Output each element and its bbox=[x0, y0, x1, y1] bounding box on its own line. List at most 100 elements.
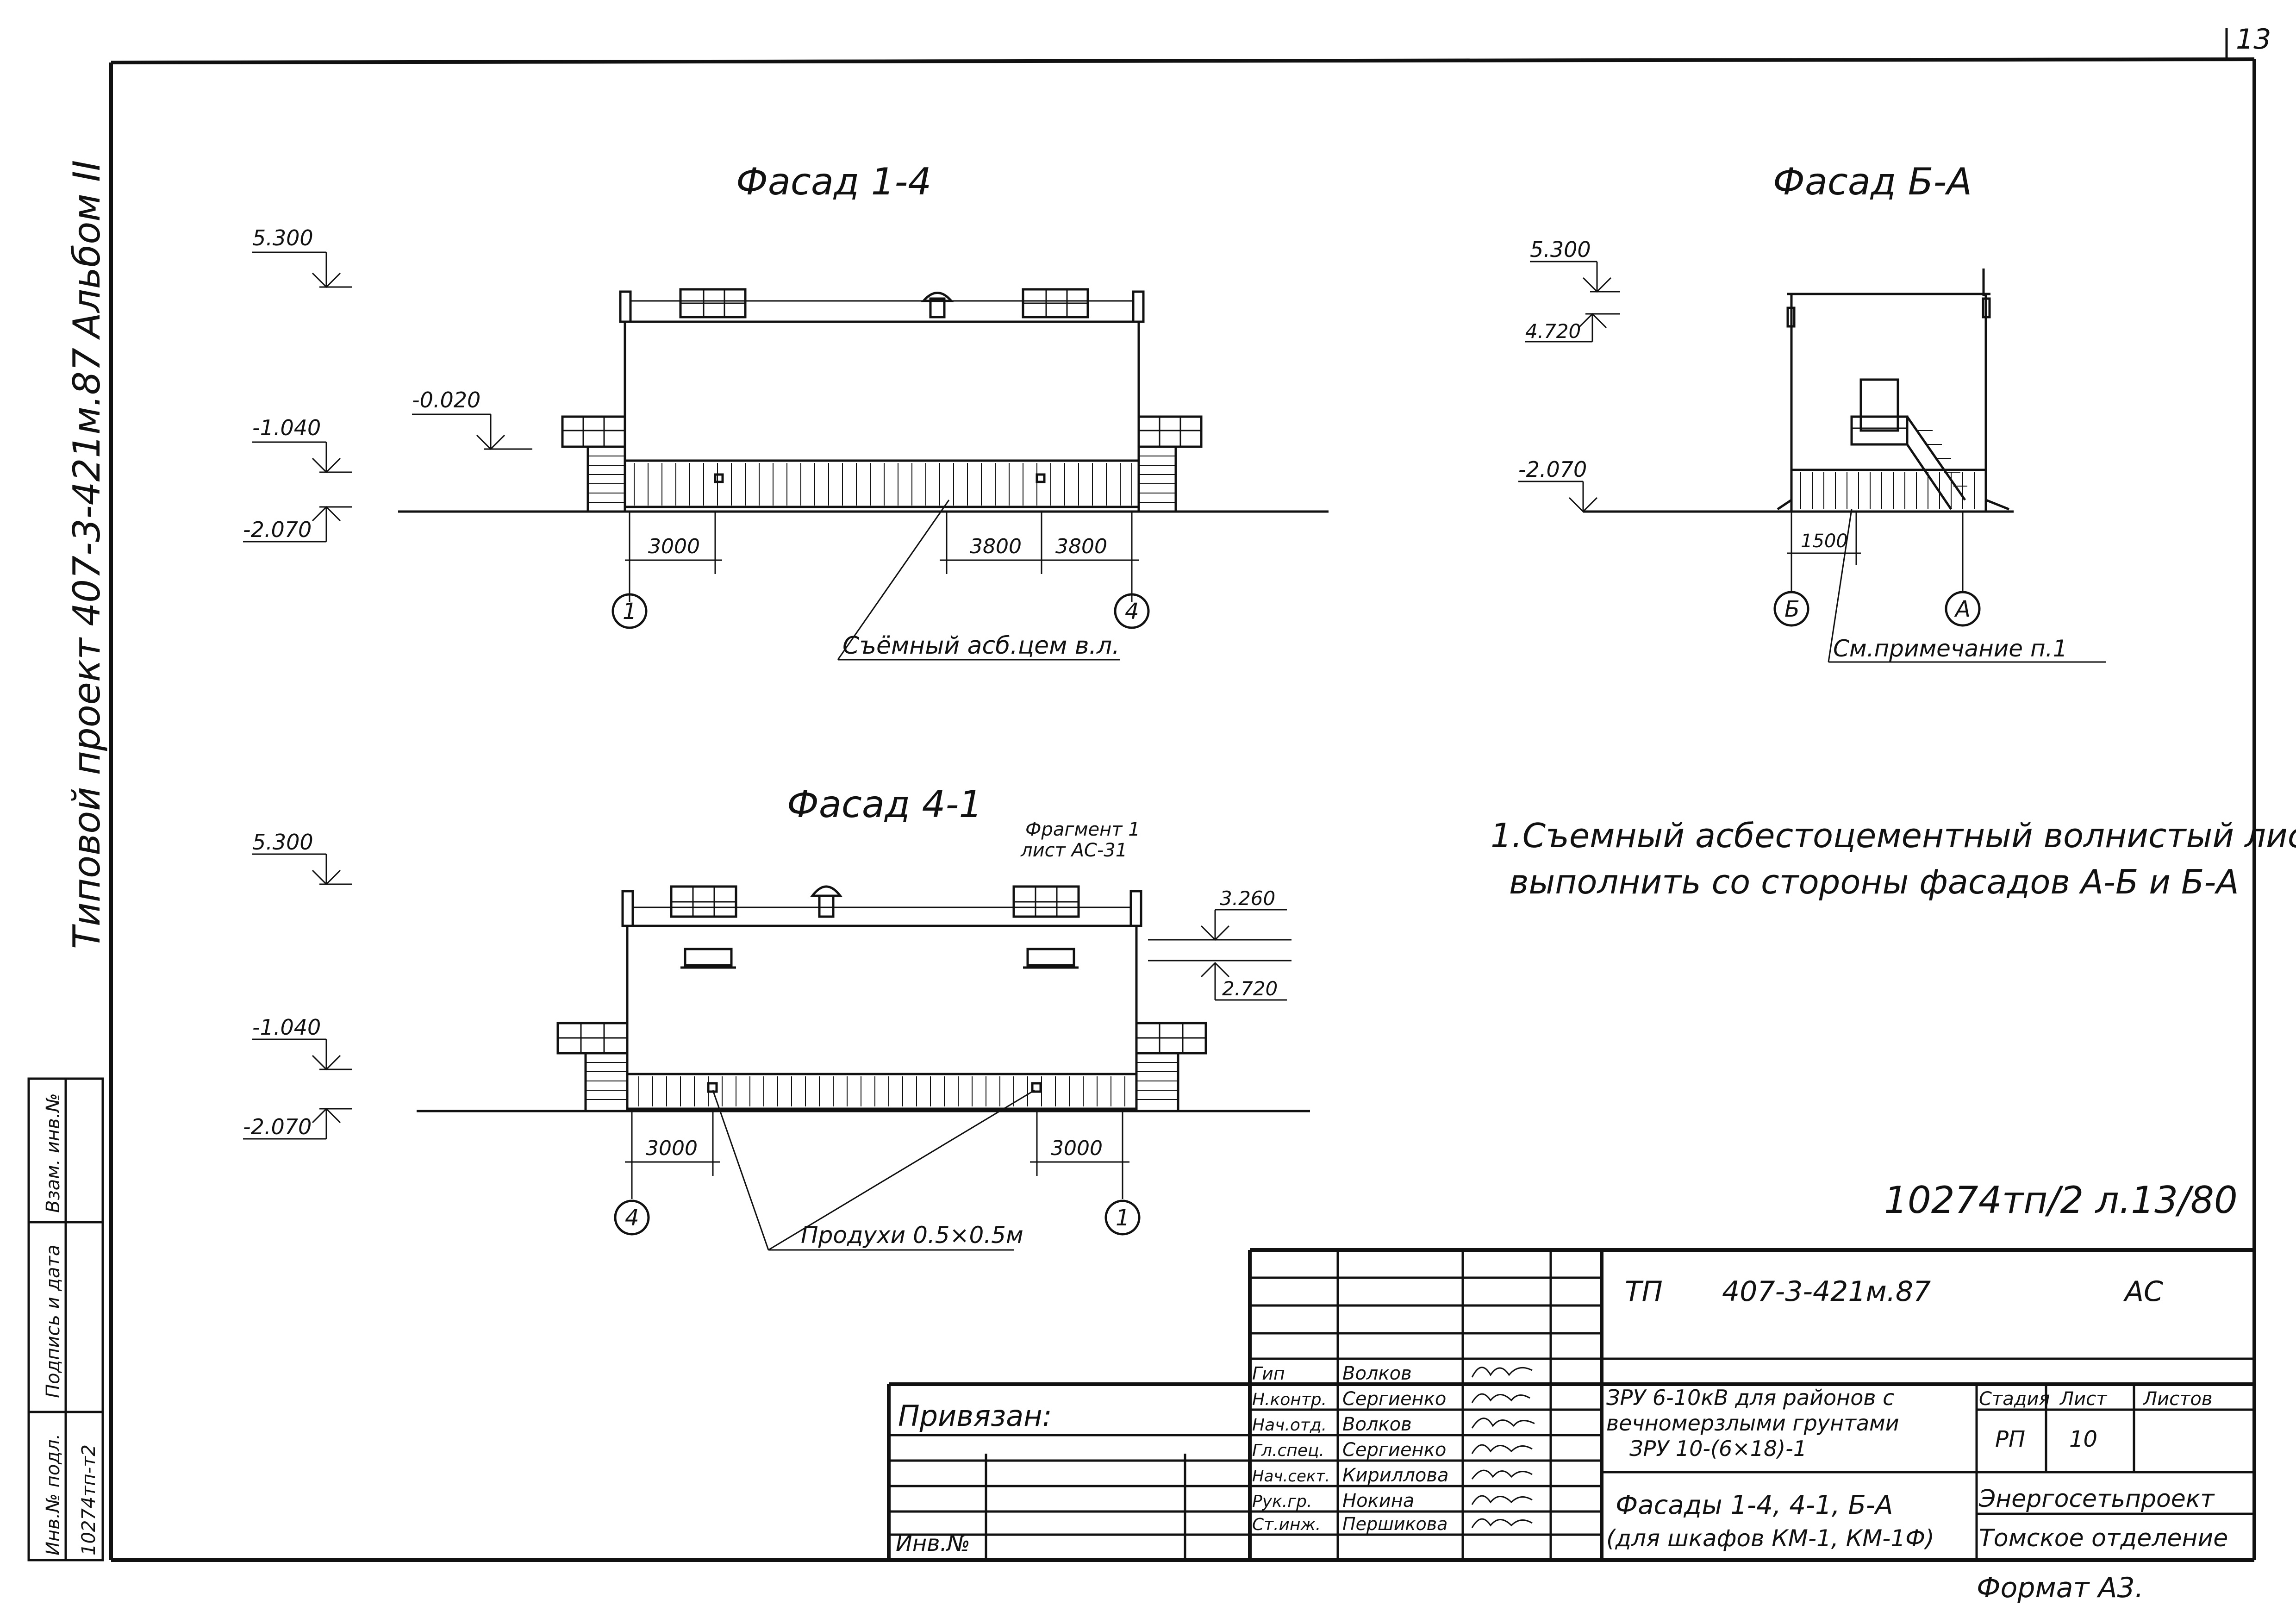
object-name-line-1: ЗРУ 6-10кВ для районов с bbox=[1606, 1385, 1894, 1410]
note-line-1: 1.Съемный асбестоцементный волнистый лис… bbox=[1491, 816, 2296, 855]
building-wall bbox=[624, 320, 1140, 462]
staff-name: Кириллова bbox=[1342, 1465, 1448, 1486]
signature-mark bbox=[1471, 1495, 1533, 1505]
staff-role: Нач.отд. bbox=[1252, 1416, 1327, 1435]
stair bbox=[1906, 416, 1966, 510]
staff-table: Гип Волков Н.контр. Сергиенко Нач.отд. В… bbox=[1252, 1363, 1535, 1534]
sign-date-label: Подпись и дата bbox=[43, 1245, 64, 1398]
entrance-platform bbox=[1850, 415, 1909, 446]
object-name-line-3: ЗРУ 10-(6×18)-1 bbox=[1629, 1436, 1807, 1461]
facade-1-4-title: Фасад 1-4 bbox=[736, 160, 931, 203]
object-name-line-2: вечномерзлыми грунтами bbox=[1606, 1411, 1899, 1436]
staff-role: Н.контр. bbox=[1252, 1390, 1327, 1409]
facade-4-1-level-marks: 5.300 3.260 2.720 -1.040 -2.070 bbox=[243, 830, 1292, 1140]
doc-code: 407-3-421м.87 bbox=[1722, 1275, 1931, 1308]
roof-deflector bbox=[929, 297, 946, 319]
facade-1-4-level-marks: 5.300 -0.020 -1.040 -2.070 bbox=[243, 225, 532, 543]
dimension-label: 3000 bbox=[646, 1137, 698, 1160]
axis-label: Б bbox=[1784, 596, 1800, 622]
level-mark: 4.720 bbox=[1525, 320, 1581, 343]
title-block: Привязан: Инв.№ Гип Волков Н.контр. Серг… bbox=[887, 1248, 2254, 1560]
side-platform-left bbox=[561, 415, 626, 448]
note-line-2: выполнить со стороны фасадов А-Б и Б-А bbox=[1509, 862, 2239, 901]
list-label: Лист bbox=[2059, 1388, 2108, 1410]
facade-b-a-note: См.примечание п.1 bbox=[1833, 635, 2067, 662]
privyazan-label: Привязан: bbox=[898, 1399, 1052, 1433]
building-base bbox=[1790, 468, 1987, 513]
staff-role: Ст.инж. bbox=[1252, 1515, 1321, 1534]
axis-bubble bbox=[1114, 593, 1150, 629]
fragment-label: Фрагмент 1 bbox=[1025, 819, 1140, 840]
level-mark: -2.070 bbox=[243, 517, 312, 542]
lists-label: Листов bbox=[2142, 1388, 2212, 1410]
staff-name: Сергиенко bbox=[1342, 1439, 1446, 1461]
axis-bubble bbox=[611, 593, 648, 629]
dimension-label: 3800 bbox=[970, 535, 1022, 558]
sheet-number: 13 bbox=[2236, 23, 2271, 56]
staff-role: Рук.гр. bbox=[1252, 1492, 1312, 1511]
building-base bbox=[624, 459, 1140, 508]
signature-mark bbox=[1471, 1518, 1533, 1528]
level-mark: 5.300 bbox=[1530, 237, 1591, 262]
facade-b-a: Фасад Б-А 5.300 4.720 -2.070 1500 Б bbox=[1518, 160, 2106, 663]
doc-code-prefix: ТП bbox=[1625, 1275, 1663, 1308]
level-mark: -1.040 bbox=[252, 1015, 321, 1040]
roof-deflector bbox=[818, 894, 835, 918]
dimension-label: 3000 bbox=[1051, 1137, 1103, 1160]
inv-podl-label: Инв.№ подл. bbox=[43, 1434, 64, 1555]
list-value: 10 bbox=[2069, 1426, 2097, 1452]
staff-name: Волков bbox=[1342, 1363, 1412, 1384]
level-mark: -2.070 bbox=[243, 1114, 312, 1139]
axis-bubble bbox=[614, 1199, 650, 1236]
staff-name: Волков bbox=[1342, 1414, 1412, 1435]
staff-name: Нокина bbox=[1342, 1490, 1414, 1512]
side-stamp: Альбом II Типовой проект 407-3-421м.87 В… bbox=[27, 160, 108, 1562]
entrance-door bbox=[1859, 378, 1899, 432]
building-base bbox=[626, 1073, 1138, 1110]
doc-mark: АС bbox=[2123, 1275, 2163, 1308]
level-mark: -1.040 bbox=[252, 415, 321, 440]
facade-b-a-level-marks: 5.300 4.720 -2.070 bbox=[1518, 237, 1620, 513]
level-mark: 2.720 bbox=[1222, 977, 1278, 1000]
axis-label: 4 bbox=[1125, 599, 1139, 625]
axis-label: А bbox=[1954, 596, 1971, 622]
level-mark: -2.070 bbox=[1518, 457, 1587, 482]
general-notes: 1.Съемный асбестоцементный волнистый лис… bbox=[1491, 816, 2296, 901]
sheet-title-line-2: (для шкафов КМ-1, КМ-1Ф) bbox=[1606, 1525, 1934, 1552]
facade-4-1: Фасад 4-1 Фрагмент 1 лист АС-31 5.300 3.… bbox=[243, 783, 1310, 1251]
wall-window bbox=[1026, 948, 1075, 967]
facade-1-4: Фасад 1-4 5.300 -0.020 -1.040 -2.070 bbox=[243, 160, 1329, 661]
dimension-label: 3000 bbox=[648, 535, 700, 558]
axis-bubble bbox=[1104, 1199, 1141, 1236]
stage-value: РП bbox=[1995, 1426, 2025, 1452]
facade-4-1-note: Продухи 0.5×0.5м bbox=[801, 1222, 1023, 1249]
dimension-label: 1500 bbox=[1801, 531, 1848, 552]
archive-mark: 10274тп/2 л.13/80 bbox=[1884, 1179, 2238, 1222]
axis-bubble bbox=[1945, 591, 1981, 627]
axis-bubble bbox=[1773, 591, 1809, 627]
signature-mark bbox=[1471, 1469, 1533, 1480]
signature-mark bbox=[1471, 1367, 1533, 1378]
staff-name: Першикова bbox=[1342, 1514, 1447, 1534]
axis-label: 4 bbox=[625, 1205, 639, 1231]
format-label: Формат А3. bbox=[1977, 1572, 2144, 1604]
dimension-label: 3800 bbox=[1055, 535, 1107, 558]
level-mark: -0.020 bbox=[412, 387, 480, 412]
stage-label: Стадия bbox=[1979, 1388, 2050, 1410]
level-mark: 5.300 bbox=[252, 830, 313, 855]
air-vent bbox=[707, 1082, 718, 1093]
fragment-sheet-label: лист АС-31 bbox=[1020, 840, 1127, 861]
level-mark: 3.260 bbox=[1220, 887, 1275, 910]
air-vent bbox=[1031, 1082, 1042, 1093]
level-mark: 5.300 bbox=[252, 225, 313, 250]
staff-role: Нач.сект. bbox=[1252, 1467, 1330, 1486]
side-platform-right bbox=[1137, 415, 1203, 448]
inv-no-label: Инв.№ bbox=[896, 1530, 970, 1556]
sheet-title-line-1: Фасады 1-4, 4-1, Б-А bbox=[1616, 1490, 1893, 1520]
org-name-line-1: Энергосетьпроект bbox=[1978, 1485, 2215, 1513]
signature-mark bbox=[1471, 1418, 1535, 1429]
project-label: Типовой проект 407-3-421м.87 bbox=[65, 348, 108, 949]
facade-4-1-title: Фасад 4-1 bbox=[787, 783, 982, 826]
facade-b-a-title: Фасад Б-А bbox=[1773, 160, 1972, 203]
